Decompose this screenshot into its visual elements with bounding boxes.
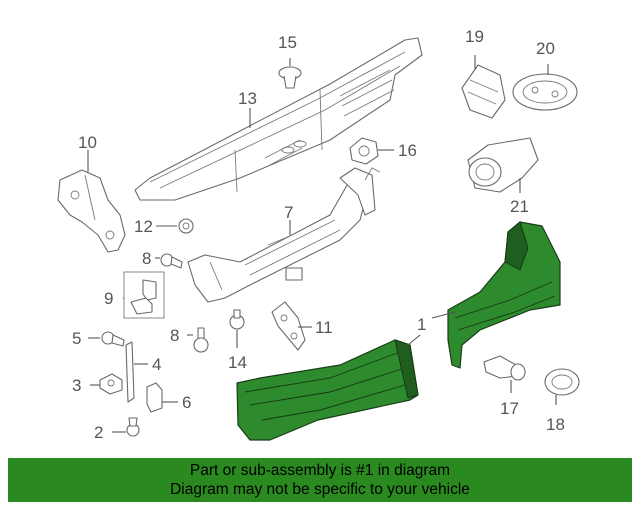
part-8-bolt-lower[interactable] [193,327,209,353]
callout-labels: 15 13 10 12 16 7 8 9 5 4 3 6 2 8 14 11 1… [72,27,565,442]
callout-4: 4 [152,355,161,374]
part-1-bumper-assembly[interactable] [236,221,561,441]
part-17-sensor[interactable] [483,355,526,381]
part-8-bolt-upper[interactable] [160,253,183,269]
callout-14: 14 [228,353,247,372]
callout-8-upper: 8 [142,249,151,268]
part-9-clip-kit[interactable] [123,271,165,319]
callout-21: 21 [510,197,529,216]
callout-10: 10 [78,133,97,152]
callout-2: 2 [94,423,103,442]
part-14-bolt[interactable] [229,309,245,330]
callout-16: 16 [398,141,417,160]
callout-19: 19 [465,27,484,46]
callout-20: 20 [536,39,555,58]
part-11-bracket[interactable] [271,301,306,351]
callout-18: 18 [546,415,565,434]
part-13-step-pad[interactable] [134,37,423,201]
leader-lines [87,55,557,433]
part-12-nut[interactable] [178,218,194,234]
callout-3: 3 [72,376,81,395]
part-6-clip-nut[interactable] [146,382,163,413]
callout-17: 17 [500,399,519,418]
part-2-bolt[interactable] [126,417,140,437]
exploded-parts-diagram: 15 13 10 12 16 7 8 9 5 4 3 6 2 8 14 11 1… [57,27,580,442]
callout-9: 9 [104,289,113,308]
callout-1: 1 [417,315,426,334]
part-15-push-clip[interactable] [278,66,302,89]
callout-7: 7 [284,203,293,222]
callout-12: 12 [134,217,153,236]
part-5-bolt[interactable] [101,331,125,347]
callout-15: 15 [278,33,297,52]
part-3-nut-plate[interactable] [99,373,123,395]
callout-5: 5 [72,329,81,348]
callout-11: 11 [315,318,333,337]
part-21-trailer-connector[interactable] [467,137,539,193]
callout-13: 13 [238,89,257,108]
part-20-lamp-socket[interactable] [512,73,578,111]
part-7-hitch-assembly[interactable] [187,167,381,303]
banner-line-2: Diagram may not be specific to your vehi… [170,481,470,498]
part-4-strip[interactable] [125,341,135,403]
part-18-grommet[interactable] [544,368,580,396]
part-10-bracket[interactable] [57,169,126,253]
callout-6: 6 [182,393,191,412]
callout-8-lower: 8 [170,326,179,345]
info-banner: Part or sub-assembly is #1 in diagram Di… [8,458,632,502]
banner-line-1: Part or sub-assembly is #1 in diagram [189,462,451,479]
part-16-gasket[interactable] [349,137,379,165]
part-19-connector[interactable] [461,64,506,119]
